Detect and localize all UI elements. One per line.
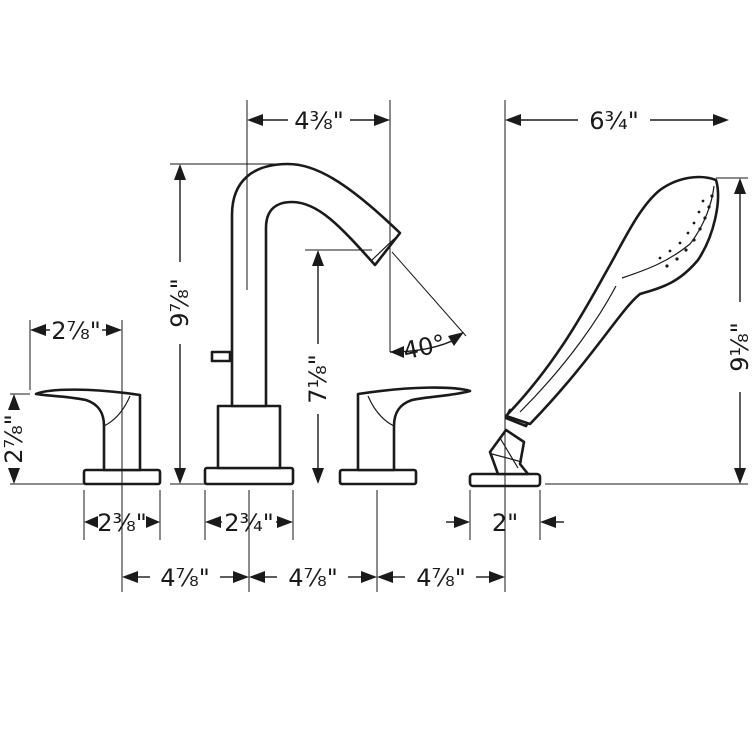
hand-shower <box>468 175 720 488</box>
dim-spout-reach: 4³⁄₈" <box>247 107 390 135</box>
dim-handle-length: 2⁷⁄₈" <box>30 317 122 345</box>
dim-handshower-base: 2" <box>446 509 564 537</box>
extension-lines <box>10 100 748 592</box>
label-handle-length: 2⁷⁄₈" <box>51 317 101 345</box>
label-handle-height: 2⁷⁄₈" <box>0 414 28 464</box>
dim-handle-base: 2³⁄₈" <box>84 509 160 537</box>
label-handshower-height: 9¹⁄₈" <box>726 322 754 372</box>
label-handle-base: 2³⁄₈" <box>97 509 147 537</box>
dim-handshower-height: 9¹⁄₈" <box>726 178 754 484</box>
label-outlet-height: 7¹⁄₈" <box>304 354 332 404</box>
left-handle <box>34 388 162 486</box>
label-spout-reach: 4³⁄₈" <box>294 107 344 135</box>
dim-center-spacing-3: 4⁷⁄₈" <box>377 564 505 592</box>
dim-spout-base: 2³⁄₄" <box>205 509 293 537</box>
shower-spray-nozzles <box>658 194 714 268</box>
dim-spout-height: 9⁷⁄₈" <box>166 164 194 484</box>
label-spout-angle: 40° <box>401 329 448 365</box>
dim-handshower-length: 6³⁄₄" <box>505 107 729 135</box>
label-center-spacing-2: 4⁷⁄₈" <box>288 564 338 592</box>
dim-outlet-height: 7¹⁄₈" <box>304 250 332 484</box>
label-handshower-base: 2" <box>492 509 518 537</box>
right-handle <box>338 386 472 486</box>
dim-handle-height: 2⁷⁄₈" <box>0 394 28 484</box>
label-center-spacing-1: 4⁷⁄₈" <box>160 564 210 592</box>
label-spout-height: 9⁷⁄₈" <box>166 278 194 328</box>
label-spout-base: 2³⁄₄" <box>224 509 274 537</box>
dim-center-spacing-1: 4⁷⁄₈" <box>122 564 249 592</box>
label-handshower-length: 6³⁄₄" <box>589 107 639 135</box>
label-center-spacing-3: 4⁷⁄₈" <box>416 564 466 592</box>
spout <box>203 162 402 486</box>
dim-spout-angle: 40° <box>389 329 464 365</box>
dim-center-spacing-2: 4⁷⁄₈" <box>249 564 377 592</box>
